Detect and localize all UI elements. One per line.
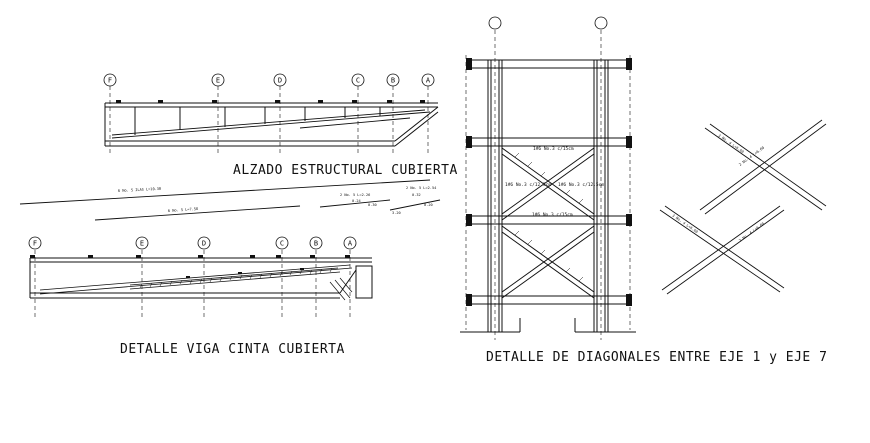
beam-detail-outline: [29, 257, 373, 299]
beam-detail-end-bars: [329, 277, 353, 301]
frame-diagonals: [501, 147, 595, 299]
dim-label-b: 0.30: [368, 203, 377, 207]
beam-detail-top-blocks: [30, 255, 350, 278]
beam-detail-sloped-band: [39, 264, 353, 295]
bar-short-note-a: 2 No. 5 L=2.26: [340, 193, 370, 197]
frame-columns: [487, 59, 609, 333]
frame-labels: 1#6 No.3 c/15cm 1#6 No.3 c/12.5cm 1#6 No…: [486, 146, 827, 365]
roof-elevation-view: [103, 73, 439, 154]
x-note-4: 2 No. 4 L=6.60: [738, 222, 765, 243]
beam-detail-hatch: [139, 267, 333, 289]
roof-elevation-title: ALZADO ESTRUCTURAL CUBIERTA: [233, 163, 458, 178]
frame-elevation: [460, 16, 636, 340]
roof-hangers: [134, 107, 381, 135]
roof-elevation-axis-bubbles: [103, 73, 435, 87]
axis-label-b: B: [391, 77, 395, 85]
beam-detail-axis-lines: [34, 250, 351, 318]
axis-label-b: B: [314, 240, 318, 248]
frame-tag-left: 1#6 No.3 c/12.5cm: [505, 182, 551, 188]
roof-beam-outline: [104, 102, 439, 147]
frame-tag-mid: 1#6 No.3 c/15cm: [532, 212, 573, 218]
axis-label-a: A: [348, 240, 353, 248]
beam-detail-view: [28, 236, 373, 318]
beam-detail-axis-bubbles: [28, 236, 357, 250]
frame-tag-top: 1#6 No.3 c/15cm: [533, 146, 574, 152]
x-note-3: 3 No. 4 L=6.60: [671, 214, 698, 235]
axis-label-e: E: [216, 77, 220, 85]
x-note-1: 3 No. 4 L=6.60: [717, 134, 744, 155]
axis-label-c: C: [356, 77, 360, 85]
dim-label-c: 0.20: [424, 203, 433, 207]
axis-label-d: D: [202, 240, 206, 248]
beam-detail-title: DETALLE VIGA CINTA CUBIERTA: [120, 342, 345, 357]
roof-sloped-bars: [111, 109, 431, 139]
dim-label-d: 3.20: [392, 211, 401, 215]
x-rebar-details: [659, 119, 827, 295]
rebar-schedule: [19, 179, 441, 221]
frame-diagonal-ties: [514, 152, 584, 282]
axis-label-a: A: [426, 77, 431, 85]
axis-label-d: D: [278, 77, 282, 85]
frame-joint-blocks: [466, 58, 632, 306]
bar-main-note: 6 No. 5 ILAS L=10.30: [118, 187, 161, 193]
frame-footings: [460, 318, 636, 333]
frame-tag-right: 1#6 No.3 c/12.5cm: [558, 182, 604, 188]
axis-label-e: E: [140, 240, 144, 248]
diagonals-detail-title: DETALLE DE DIAGONALES ENTRE EJE 1 y EJE …: [486, 350, 827, 365]
dim-label-a: 0.24: [352, 199, 361, 203]
rebar-schedule-notes: 6 No. 5 ILAS L=10.30 6 No. 5 L=7.58 2 No…: [118, 186, 436, 215]
roof-top-blocks: [116, 100, 425, 103]
frame-axis-bubbles: [488, 16, 608, 30]
beam-detail-labels: F E D C B A DETALLE VIGA CINTA CUBIERTA: [33, 240, 353, 358]
axis-label-f: F: [108, 77, 112, 85]
dim-label-e: 0.32: [412, 193, 421, 197]
bar-short-note-b: 2 No. 5 L=2.54: [406, 186, 436, 190]
roof-elevation-labels: F E D C B A ALZADO ESTRUCTURAL CUBIERTA: [108, 77, 458, 179]
frame-axis-lines: [465, 30, 631, 340]
bar-second-note: 6 No. 5 L=7.58: [168, 207, 199, 213]
roof-elevation-axis-lines: [109, 86, 429, 154]
axis-label-f: F: [33, 240, 37, 248]
axis-label-c: C: [280, 240, 284, 248]
